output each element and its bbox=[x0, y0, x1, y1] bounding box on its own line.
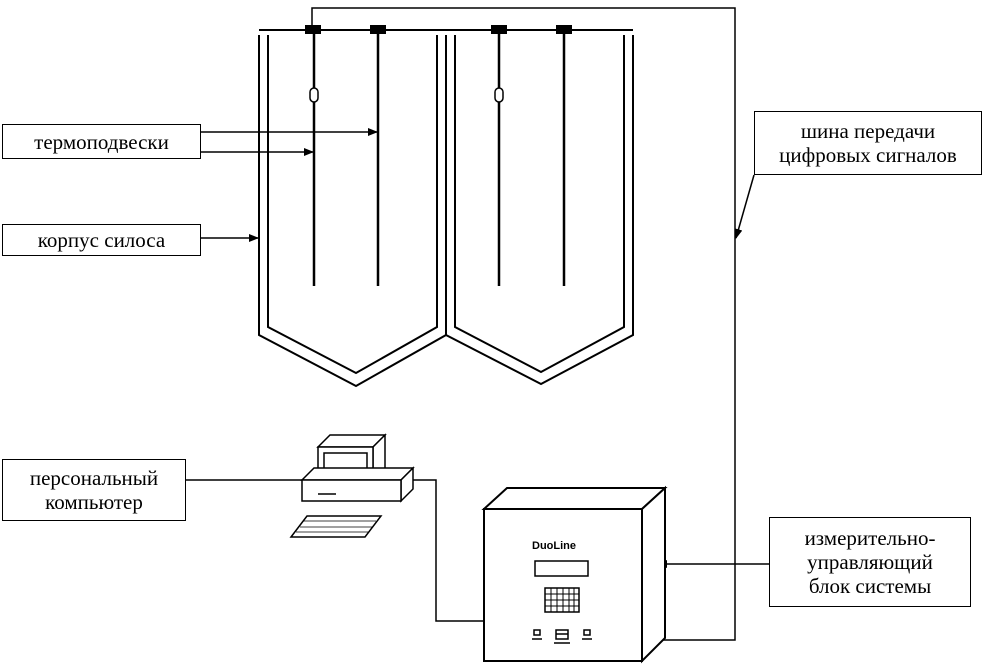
control-unit-side bbox=[641, 485, 666, 664]
probe-sensor-1 bbox=[309, 87, 319, 103]
pc-case-front bbox=[301, 479, 402, 502]
control-unit-brand: DuoLine bbox=[532, 540, 576, 552]
silo-left bbox=[258, 35, 447, 388]
control-unit-ports bbox=[532, 629, 592, 644]
silo-left-inner-wall bbox=[267, 35, 438, 375]
pc-keyboard bbox=[289, 515, 383, 538]
silo-right-inner-wall bbox=[454, 35, 625, 374]
pc-to-unit-cable bbox=[413, 479, 484, 622]
probe-sensor-3 bbox=[494, 87, 504, 103]
pc-case-top bbox=[300, 467, 415, 481]
label-thermal-probes: термоподвески bbox=[2, 124, 201, 159]
probe-mount-1 bbox=[305, 25, 321, 34]
control-unit-front bbox=[483, 508, 643, 662]
label-silo-body: корпус силоса bbox=[2, 224, 201, 256]
label-control-unit: измерительно- управляющий блок системы bbox=[769, 517, 971, 607]
label-personal-computer: персональный компьютер bbox=[2, 459, 186, 521]
silo-right bbox=[445, 35, 634, 386]
control-unit-keypad-grid bbox=[545, 588, 579, 612]
data-bus-line bbox=[311, 7, 736, 641]
pc-illustration bbox=[289, 433, 415, 538]
probe-mount-4 bbox=[556, 25, 572, 34]
control-unit-display bbox=[534, 560, 589, 577]
probe-mount-2 bbox=[370, 25, 386, 34]
silo-left-outer-wall bbox=[258, 35, 447, 388]
unit-port-right bbox=[583, 629, 591, 636]
control-unit bbox=[481, 485, 668, 664]
label-data-bus: шина передачи цифровых сигналов bbox=[754, 111, 982, 175]
pc-keyboard-keys bbox=[296, 520, 376, 533]
arrow-data-bus bbox=[734, 174, 755, 239]
control-unit-top bbox=[481, 487, 668, 510]
probe-mount-3 bbox=[491, 25, 507, 34]
unit-port-left bbox=[533, 629, 541, 636]
silo-right-outer-wall bbox=[445, 35, 634, 386]
